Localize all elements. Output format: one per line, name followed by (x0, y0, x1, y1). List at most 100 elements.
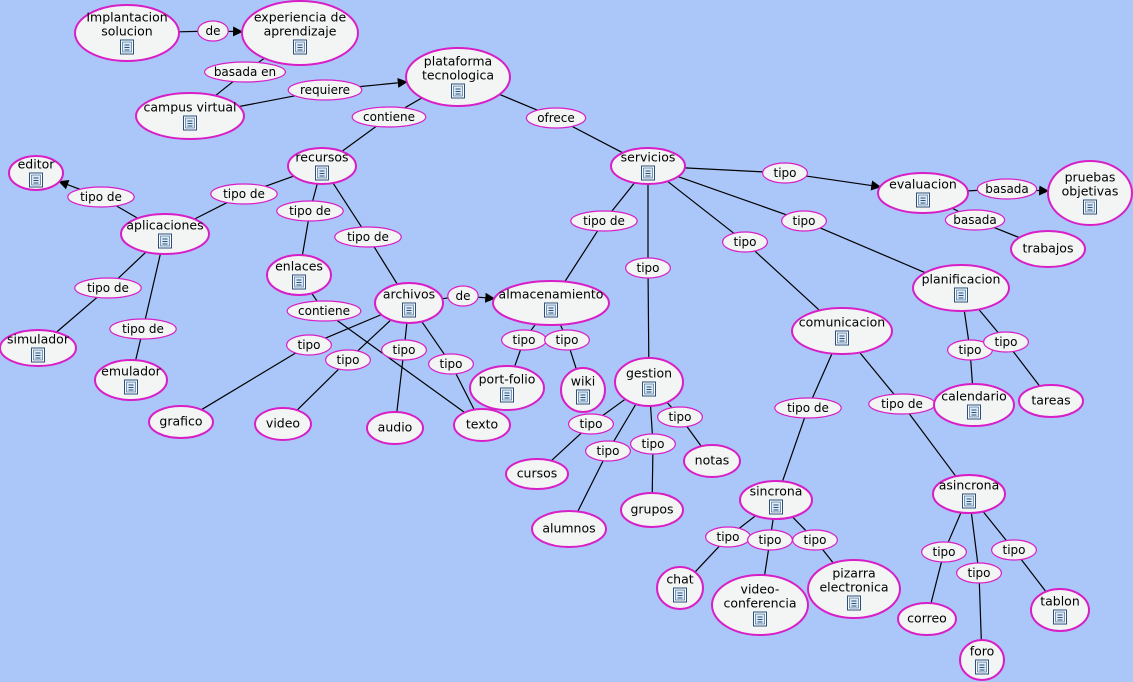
concept-simulador[interactable]: simulador (0, 329, 77, 367)
document-icon[interactable] (753, 611, 767, 627)
document-icon[interactable] (183, 115, 197, 131)
document-icon[interactable] (120, 39, 134, 55)
linking-phrase[interactable]: tipo de (570, 210, 638, 232)
linking-phrase[interactable]: tipo (543, 329, 590, 351)
linking-phrase[interactable]: tipo de (868, 393, 936, 415)
concept-foro[interactable]: foro (959, 639, 1005, 681)
linking-phrase[interactable]: ofrece (525, 107, 587, 129)
linking-phrase[interactable]: tipo (761, 162, 808, 184)
concept-chat[interactable]: chat (656, 566, 704, 610)
document-icon[interactable] (158, 233, 172, 249)
linking-phrase[interactable]: de (197, 20, 229, 42)
linking-phrase[interactable]: tipo (920, 541, 967, 563)
linking-phrase[interactable]: basada (976, 178, 1038, 200)
linking-phrase[interactable]: requiere (287, 79, 363, 101)
concept-tablon[interactable]: tablon (1030, 588, 1090, 632)
document-icon[interactable] (500, 387, 514, 403)
linking-phrase[interactable]: tipo de (67, 186, 135, 208)
linking-phrase[interactable]: tipo de (276, 200, 344, 222)
linking-phrase[interactable]: tipo (990, 539, 1037, 561)
concept-grupos[interactable]: grupos (620, 492, 684, 528)
concept-campus[interactable]: campus virtual (135, 92, 245, 140)
linking-phrase[interactable]: tipo de (74, 277, 142, 299)
linking-phrase[interactable]: tipo de (210, 183, 278, 205)
document-icon[interactable] (1083, 199, 1097, 215)
concept-trabajos[interactable]: trabajos (1010, 230, 1086, 268)
linking-phrase[interactable]: tipo (721, 231, 768, 253)
linking-phrase[interactable]: tipo de (774, 397, 842, 419)
linking-phrase[interactable]: tipo (629, 433, 676, 455)
linking-phrase[interactable]: de (447, 285, 479, 307)
document-icon[interactable] (293, 39, 307, 55)
linking-phrase[interactable]: tipo (791, 529, 838, 551)
linking-phrase[interactable]: tipo (982, 331, 1029, 353)
document-icon[interactable] (641, 165, 655, 181)
linking-phrase[interactable]: tipo de (334, 226, 402, 248)
document-icon[interactable] (642, 381, 656, 397)
linking-phrase[interactable]: basada (944, 209, 1006, 231)
document-icon[interactable] (847, 595, 861, 611)
concept-wiki[interactable]: wiki (560, 367, 606, 413)
concept-sincrona[interactable]: sincrona (739, 480, 813, 520)
concept-notas[interactable]: notas (683, 444, 741, 478)
concept-asincrona[interactable]: asincrona (932, 474, 1006, 514)
linking-phrase[interactable]: contiene (351, 106, 427, 128)
concept-aplicaciones[interactable]: aplicaciones (120, 213, 210, 255)
document-icon[interactable] (451, 83, 465, 99)
concept-editor[interactable]: editor (8, 155, 64, 191)
document-icon[interactable] (576, 389, 590, 405)
linking-phrase[interactable]: tipo (325, 349, 372, 371)
concept-planificacion[interactable]: planificacion (912, 264, 1010, 312)
linking-phrase[interactable]: tipo (381, 339, 428, 361)
linking-phrase[interactable]: tipo (704, 526, 751, 548)
linking-phrase[interactable]: basada en (204, 61, 287, 83)
document-icon[interactable] (673, 587, 687, 603)
concept-comunicacion[interactable]: comunicacion (791, 307, 893, 355)
concept-video[interactable]: video (254, 407, 312, 441)
document-icon[interactable] (402, 302, 416, 318)
concept-videoconf[interactable]: video-conferencia (711, 574, 809, 636)
document-icon[interactable] (124, 379, 138, 395)
concept-almacenamiento[interactable]: almacenamiento (492, 280, 610, 326)
concept-gestion[interactable]: gestion (614, 357, 684, 407)
concept-recursos[interactable]: recursos (287, 147, 357, 185)
document-icon[interactable] (544, 302, 558, 318)
concept-portfolio[interactable]: port-folio (469, 365, 545, 411)
linking-phrase[interactable]: tipo (567, 413, 614, 435)
document-icon[interactable] (292, 274, 306, 290)
document-icon[interactable] (29, 172, 43, 188)
linking-phrase[interactable]: tipo (286, 334, 333, 356)
linking-phrase[interactable]: contiene (286, 300, 362, 322)
document-icon[interactable] (31, 347, 45, 363)
linking-phrase[interactable]: tipo (780, 210, 827, 232)
linking-phrase[interactable]: tipo de (109, 318, 177, 340)
concept-correo[interactable]: correo (897, 602, 957, 636)
document-icon[interactable] (954, 287, 968, 303)
document-icon[interactable] (916, 192, 930, 208)
concept-archivos[interactable]: archivos (374, 282, 444, 324)
linking-phrase[interactable]: tipo (584, 440, 631, 462)
linking-phrase[interactable]: tipo (501, 329, 548, 351)
concept-emulador[interactable]: emulador (94, 359, 168, 401)
document-icon[interactable] (315, 165, 329, 181)
document-icon[interactable] (835, 330, 849, 346)
document-icon[interactable] (769, 499, 783, 515)
linking-phrase[interactable]: tipo (746, 529, 793, 551)
concept-evaluacion[interactable]: evaluacion (877, 172, 969, 214)
document-icon[interactable] (1053, 609, 1067, 625)
concept-servicios[interactable]: servicios (610, 147, 686, 185)
linking-phrase[interactable]: tipo (624, 257, 671, 279)
document-icon[interactable] (967, 404, 981, 420)
linking-phrase[interactable]: tipo (656, 406, 703, 428)
concept-audio[interactable]: audio (366, 411, 424, 445)
linking-phrase[interactable]: tipo (955, 562, 1002, 584)
concept-calendario[interactable]: calendario (933, 383, 1015, 427)
concept-texto[interactable]: texto (453, 408, 511, 442)
concept-enlaces[interactable]: enlaces (266, 254, 332, 296)
concept-grafico[interactable]: grafico (148, 405, 214, 439)
concept-alumnos[interactable]: alumnos (531, 510, 607, 548)
